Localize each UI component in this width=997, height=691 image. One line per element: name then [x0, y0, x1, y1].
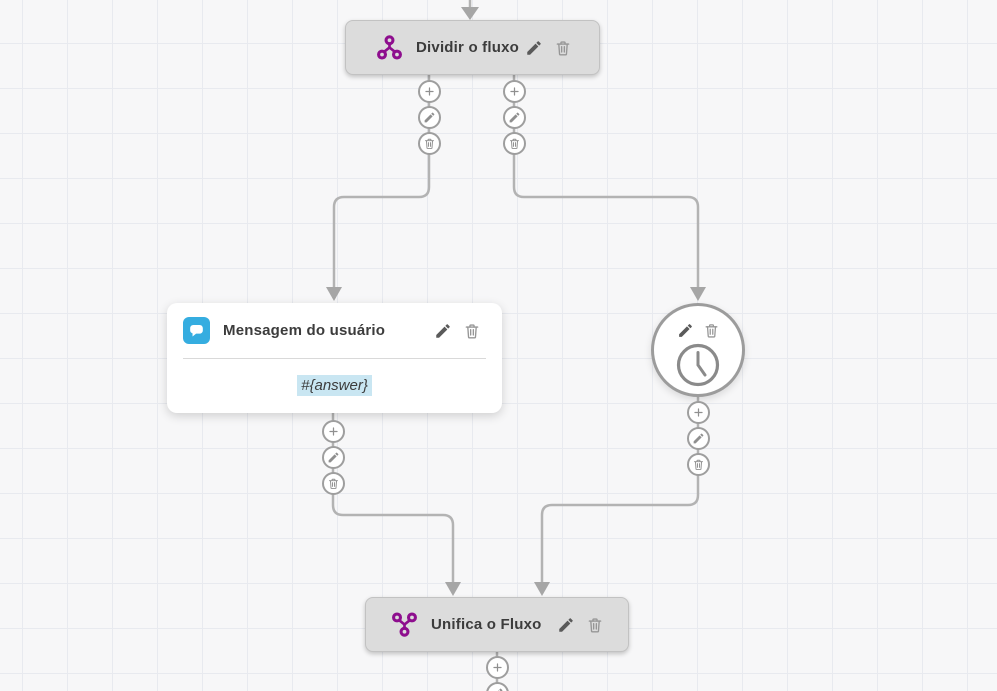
trash-icon: [327, 477, 340, 490]
plus-icon: [692, 406, 705, 419]
arrowhead-split-left: [326, 287, 342, 301]
delete-node-button[interactable]: [463, 322, 481, 340]
merge-flow-icon: [391, 611, 418, 638]
edit-node-button[interactable]: [434, 322, 452, 340]
connector-actions-right-branch: [502, 79, 526, 155]
node-user-message-label: Mensagem do usuário: [223, 322, 386, 339]
edit-node-button[interactable]: [525, 39, 543, 57]
add-node-button[interactable]: [417, 79, 441, 103]
connector-actions-merge-out: [485, 655, 509, 691]
connector-delay-to-merge: [540, 396, 700, 584]
clock-icon: [674, 341, 722, 389]
node-split-flow[interactable]: Dividir o fluxo: [345, 20, 600, 75]
arrowhead-split-right: [690, 287, 706, 301]
connector-split-right: [512, 75, 700, 289]
pencil-icon: [327, 451, 340, 464]
connector-actions-left-branch: [417, 79, 441, 155]
pencil-icon: [508, 111, 521, 124]
pencil-icon: [525, 39, 543, 57]
delete-node-button[interactable]: [554, 39, 572, 57]
edit-connector-button[interactable]: [686, 426, 710, 450]
trash-icon: [586, 616, 604, 634]
plus-icon: [327, 425, 340, 438]
node-split-flow-label: Dividir o fluxo: [416, 39, 520, 56]
delete-connector-button[interactable]: [321, 471, 345, 495]
delete-connector-button[interactable]: [686, 452, 710, 476]
plus-icon: [508, 85, 521, 98]
edit-connector-button[interactable]: [417, 105, 441, 129]
add-node-button[interactable]: [485, 655, 509, 679]
user-message-body: #{answer}: [167, 359, 502, 411]
delete-node-button[interactable]: [586, 616, 604, 634]
edit-connector-button[interactable]: [502, 105, 526, 129]
arrowhead-incoming: [461, 7, 479, 20]
trash-icon: [554, 39, 572, 57]
trash-icon: [703, 322, 720, 339]
add-node-button[interactable]: [321, 419, 345, 443]
edit-node-button[interactable]: [677, 322, 694, 339]
node-merge-flow-label: Unifica o Fluxo: [431, 616, 542, 633]
arrowhead-delay-to-merge: [534, 582, 550, 596]
pencil-icon: [491, 687, 504, 691]
split-flow-icon: [376, 34, 403, 61]
delete-node-button[interactable]: [703, 322, 720, 339]
card-divider: [183, 358, 486, 359]
plus-icon: [423, 85, 436, 98]
pencil-icon: [557, 616, 575, 634]
plus-icon: [491, 661, 504, 674]
trash-icon: [692, 458, 705, 471]
pencil-icon: [677, 322, 694, 339]
connector-split-left: [332, 75, 431, 289]
pencil-icon: [434, 322, 452, 340]
connector-message-to-merge: [331, 413, 455, 584]
node-delay[interactable]: [651, 303, 745, 397]
pencil-icon: [423, 111, 436, 124]
message-variable: #{answer}: [297, 374, 372, 396]
edit-node-button[interactable]: [557, 616, 575, 634]
trash-icon: [508, 137, 521, 150]
connector-actions-delay: [686, 400, 710, 476]
edit-connector-button[interactable]: [485, 681, 509, 691]
delete-connector-button[interactable]: [502, 131, 526, 155]
delete-connector-button[interactable]: [417, 131, 441, 155]
node-merge-flow[interactable]: Unifica o Fluxo: [365, 597, 629, 652]
chat-bubble-icon: [183, 317, 210, 344]
node-user-message[interactable]: Mensagem do usuário #{answer}: [167, 303, 502, 413]
add-node-button[interactable]: [686, 400, 710, 424]
pencil-icon: [692, 432, 705, 445]
connector-actions-message: [321, 419, 345, 495]
add-node-button[interactable]: [502, 79, 526, 103]
trash-icon: [423, 137, 436, 150]
user-message-header: Mensagem do usuário: [167, 303, 502, 358]
arrowhead-message-to-merge: [445, 582, 461, 596]
trash-icon: [463, 322, 481, 340]
edit-connector-button[interactable]: [321, 445, 345, 469]
